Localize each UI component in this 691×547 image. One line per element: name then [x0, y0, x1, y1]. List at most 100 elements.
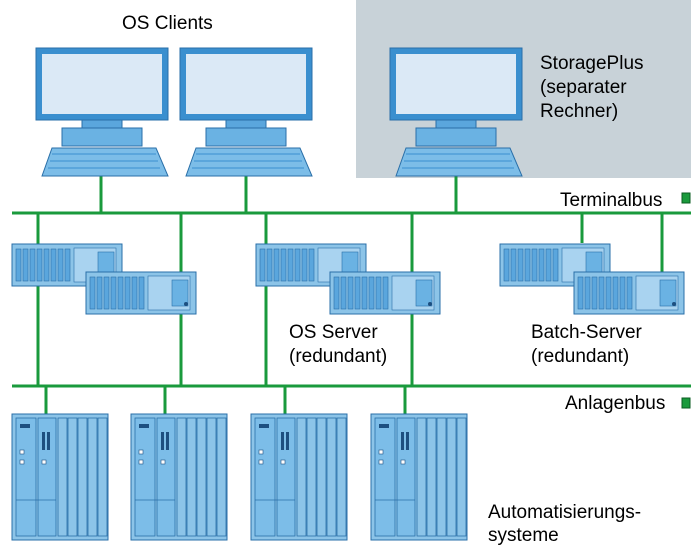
as-cpu	[134, 417, 156, 537]
as-io-module	[196, 417, 207, 537]
server-slot	[361, 276, 368, 310]
as-io-module	[216, 417, 227, 537]
as-cpu-led	[19, 449, 25, 455]
server-slot	[577, 276, 584, 310]
server-drive	[659, 279, 677, 307]
as-module-slot	[406, 432, 409, 450]
server-led	[184, 302, 188, 306]
monitor-stand	[435, 119, 477, 129]
as-io-module	[67, 417, 78, 537]
server-slot	[605, 276, 612, 310]
automation-label-line2: systeme	[488, 525, 559, 546]
os-server-2b	[329, 271, 441, 315]
server-slot	[524, 248, 531, 282]
server-led	[428, 302, 432, 306]
as-io-module	[57, 417, 68, 537]
server-slot	[308, 248, 315, 282]
server-slot	[64, 248, 71, 282]
server-slot	[50, 248, 57, 282]
automation-system-1	[11, 413, 109, 541]
monitor-base	[61, 127, 143, 147]
server-slot	[131, 276, 138, 310]
as-cpu-display	[259, 424, 269, 428]
automation-label-line1: Automatisierungs-	[488, 502, 642, 523]
storageplus-label-line2: (separater	[540, 77, 627, 98]
server-slot	[538, 248, 545, 282]
as-io-module	[77, 417, 88, 537]
server-slot	[57, 248, 64, 282]
as-cpu	[374, 417, 396, 537]
server-slot	[266, 248, 273, 282]
as-io-module	[206, 417, 217, 537]
automation-system-4	[370, 413, 468, 541]
as-io-module	[436, 417, 447, 537]
as-cpu-led	[258, 449, 264, 455]
server-slot	[43, 248, 50, 282]
monitor-base	[205, 127, 287, 147]
automation-system-2	[130, 413, 228, 541]
as-module-slot	[286, 432, 289, 450]
server-slot	[259, 248, 266, 282]
server-slot	[333, 276, 340, 310]
server-slot	[347, 276, 354, 310]
as-module-led	[400, 459, 406, 465]
server-drive	[171, 279, 189, 307]
as-io-module	[306, 417, 317, 537]
keyboard	[41, 147, 169, 177]
server-slot	[15, 248, 22, 282]
as-cpu-led	[138, 459, 144, 465]
server-slot	[124, 276, 131, 310]
server-slot	[598, 276, 605, 310]
terminalbus-marker	[681, 192, 691, 204]
server-slot	[626, 276, 633, 310]
server-slot	[584, 276, 591, 310]
server-slot	[110, 276, 117, 310]
as-module-slot	[281, 432, 284, 450]
as-cpu-led	[378, 449, 384, 455]
server-slot	[375, 276, 382, 310]
keyboard	[185, 147, 313, 177]
server-slot	[531, 248, 538, 282]
as-module-led	[280, 459, 286, 465]
as-module-slot	[42, 432, 45, 450]
as-io-module	[426, 417, 437, 537]
server-slot	[89, 276, 96, 310]
as-cpu	[15, 417, 37, 537]
as-module-slot	[161, 432, 164, 450]
as-cpu	[254, 417, 276, 537]
server-slot	[517, 248, 524, 282]
batch-server-b	[573, 271, 685, 315]
as-io-module	[336, 417, 347, 537]
as-module-slot	[166, 432, 169, 450]
server-led	[672, 302, 676, 306]
batch-server-label-line1: Batch-Server	[531, 322, 642, 343]
as-cpu-led	[258, 459, 264, 465]
server-slot	[273, 248, 280, 282]
server-drive	[415, 279, 433, 307]
os-server-label-line1: OS Server	[289, 322, 378, 343]
server-slot	[103, 276, 110, 310]
batch-server-label-line2: (redundant)	[531, 346, 630, 367]
os-clients-label: OS Clients	[122, 13, 213, 34]
as-module-slot	[401, 432, 404, 450]
as-io-module	[446, 417, 457, 537]
server-slot	[280, 248, 287, 282]
server-slot	[29, 248, 36, 282]
server-slot	[545, 248, 552, 282]
as-cpu-led	[378, 459, 384, 465]
monitor-stand	[81, 119, 123, 129]
server-slot	[301, 248, 308, 282]
os-server-label-line2: (redundant)	[289, 346, 388, 367]
server-slot	[368, 276, 375, 310]
as-cpu-display	[379, 424, 389, 428]
as-io-module	[176, 417, 187, 537]
server-slot	[354, 276, 361, 310]
storageplus-label-line1: StoragePlus	[540, 53, 644, 74]
as-cpu-display	[139, 424, 149, 428]
as-cpu-led	[138, 449, 144, 455]
monitor-screen	[42, 54, 162, 114]
anlagenbus-label: Anlagenbus	[565, 393, 666, 414]
monitor-screen	[396, 54, 516, 114]
storageplus-pc	[389, 47, 523, 177]
